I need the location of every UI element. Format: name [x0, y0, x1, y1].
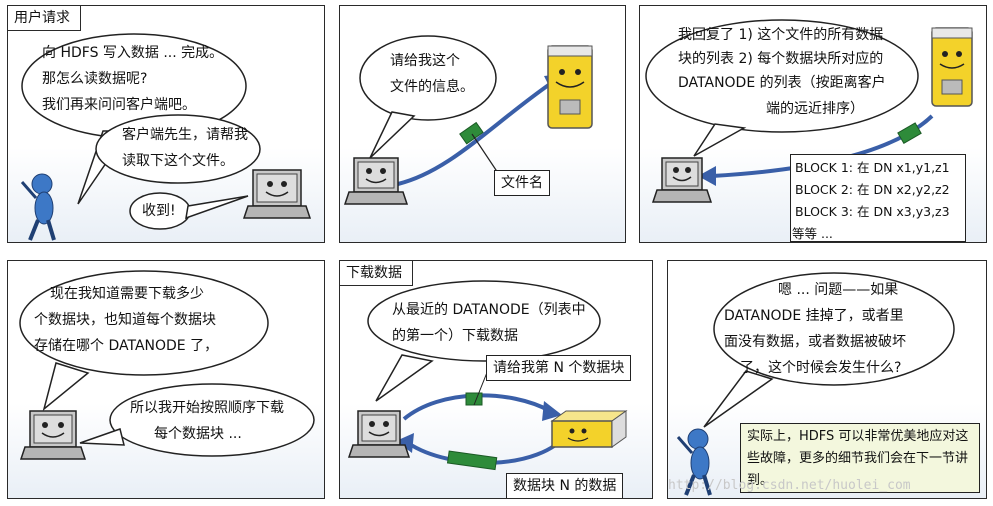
panel-plan-download: 现在我知道需要下载多少 个数据块，也知道每个数据块 存储在哪个 DATANODE… — [7, 260, 325, 499]
data-block-icon — [446, 450, 498, 471]
file-name-label: 文件名 — [494, 170, 550, 196]
request-block-label: 请给我第 N 个数据块 — [486, 355, 632, 381]
panel6-bubble-line-3: 面没有数据，或者数据被破坏 — [724, 334, 906, 350]
panel6-bubble-line-4: 了，这个时候会发生什么? — [740, 360, 902, 376]
panel4-art — [19, 270, 315, 460]
laptop-client-icon — [19, 410, 87, 460]
panel2-bubble-line-2: 文件的信息。 — [390, 79, 474, 95]
panel-reply-block-list: 我回复了 1) 这个文件的所有数据 块的列表 2) 每个数据块所对应的 DATA… — [639, 5, 987, 243]
panel-request-file-info: 请给我这个 文件的信息。 文件名 — [339, 5, 626, 243]
panel3-bubble-line-2: 块的列表 2) 每个数据块所对应的 — [678, 51, 884, 67]
panel1-title: 用户请求 — [8, 6, 81, 31]
panel4-bubble-line-3: 存储在哪个 DATANODE 了， — [34, 338, 219, 354]
block-list-line: BLOCK 1: 在 DN x1,y1,z1 — [795, 160, 950, 175]
block-list-etc: 等等 ... — [792, 226, 833, 241]
panel1-art — [20, 33, 312, 241]
laptop-client-icon — [651, 157, 713, 203]
panel1-bubble-line-1: 向 HDFS 写入数据 ... 完成。 — [42, 45, 224, 61]
panel1-bubble-line-2: 那怎么读数据呢? — [42, 71, 148, 87]
panel3-bubble-line-1: 我回复了 1) 这个文件的所有数据 — [678, 27, 884, 43]
packet-icon — [897, 122, 922, 145]
datanode-server-icon — [931, 27, 973, 107]
panel-download-data: 下载数据 从最近的 DATANODE（列表中 的第一个）下载数据 请给我第 N … — [339, 260, 653, 499]
panel2-art — [343, 35, 593, 205]
panel4-bubble-line-2: 个数据块，也知道每个数据块 — [34, 312, 216, 328]
failure-note: 实际上，HDFS 可以非常优美地应对这些故障，更多的细节我们会在下一节讲到。 — [740, 423, 980, 493]
block-list-line: BLOCK 3: 在 DN x3,y3,z3 — [795, 204, 950, 219]
panel3-art — [645, 19, 973, 203]
user-figure-icon — [20, 173, 56, 241]
panel1-bubble-line-3: 我们再来问问客户端吧。 — [42, 97, 196, 113]
panel4-bubble2-line-1: 所以我开始按照顺序下载 — [130, 400, 284, 416]
panel-failure-question: 嗯 ... 问题——如果 DATANODE 挂掉了，或者里 面没有数据，或者数据… — [667, 260, 987, 499]
panel4-bubble2-line-2: 每个数据块 ... — [154, 426, 242, 442]
datanode-server-icon — [547, 45, 593, 129]
datanode-server-icon — [550, 410, 628, 448]
panel3-bubble-line-4: 端的远近排序） — [766, 101, 864, 117]
panel-user-request: 用户请求 向 HDFS 写入数据 ... 完成。 那怎么读数据呢? 我们再来问问… — [7, 5, 325, 243]
panel5-title: 下载数据 — [340, 261, 413, 286]
panel4-bubble-line-1: 现在我知道需要下载多少 — [50, 286, 204, 302]
panel1-bubble2-line-2: 读取下这个文件。 — [122, 153, 234, 169]
panel3-bubble-line-3: DATANODE 的列表（按距离客户 — [678, 75, 886, 91]
laptop-client-icon — [343, 157, 409, 205]
watermark: http://blog.csdn.net/huolei_com — [668, 478, 911, 493]
panel1-reply: 收到! — [142, 203, 176, 219]
panel5-bubble-line-2: 的第一个）下载数据 — [392, 328, 518, 344]
laptop-client-icon — [347, 410, 411, 458]
packet-icon — [465, 392, 483, 406]
block-list-line: BLOCK 2: 在 DN x2,y2,z2 — [795, 182, 950, 197]
panel6-art — [676, 272, 955, 496]
user-figure-icon — [676, 428, 712, 496]
block-list-box: BLOCK 1: 在 DN x1,y1,z1 BLOCK 2: 在 DN x2,… — [790, 154, 966, 242]
panel6-bubble-line-1: 嗯 ... 问题——如果 — [778, 282, 899, 298]
panel2-bubble-line-1: 请给我这个 — [390, 53, 460, 69]
panel5-art — [347, 280, 628, 471]
panel1-bubble2-line-1: 客户端先生，请帮我 — [122, 127, 248, 143]
panel6-bubble-line-2: DATANODE 挂掉了，或者里 — [724, 308, 904, 324]
panel5-bubble-line-1: 从最近的 DATANODE（列表中 — [392, 302, 586, 318]
laptop-client-icon — [242, 169, 312, 219]
block-data-label: 数据块 N 的数据 — [506, 473, 624, 498]
